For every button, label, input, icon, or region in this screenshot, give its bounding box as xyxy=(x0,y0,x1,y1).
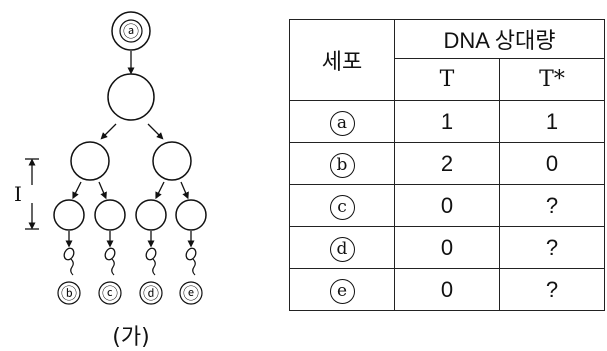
row-t-value: 0 xyxy=(394,268,500,311)
cell-small-2 xyxy=(94,199,126,231)
table-row: b 2 0 xyxy=(289,142,605,185)
sperm-4 xyxy=(185,247,197,276)
table-row: d 0 ? xyxy=(289,226,605,269)
row-t-value: 2 xyxy=(394,142,500,185)
cell-a xyxy=(111,11,151,51)
arrow-sr-1 xyxy=(155,181,165,200)
cell-small-1 xyxy=(53,199,85,231)
table-row: e 0 ? xyxy=(289,268,605,311)
svg-text:ⓑ: ⓑ xyxy=(61,284,77,303)
dna-table: 세포 DNA 상대량 T T* a 1 1 b 2 0 c 0 ? d 0 ? … xyxy=(289,19,605,311)
figure-caption: (가) xyxy=(112,325,149,350)
table-row: c 0 ? xyxy=(289,184,605,227)
cell-a-label: ⓐ xyxy=(123,22,139,41)
header-T: T xyxy=(394,58,500,101)
cell-small-3 xyxy=(135,199,167,231)
header-dna: DNA 상대량 xyxy=(394,19,605,59)
header-T-star: T* xyxy=(499,58,605,101)
row-cell-label: c xyxy=(289,184,395,227)
spermatogenesis-diagram: ⓐ ⓑ ⓒ ⓓ xyxy=(14,11,207,350)
sperm-label-d: ⓓ xyxy=(139,281,163,305)
row-cell-label: d xyxy=(289,226,395,269)
row-t-star-value: ? xyxy=(499,184,605,227)
arrow-sr-2 xyxy=(180,181,189,200)
sperm-3 xyxy=(145,247,157,276)
interval-bracket xyxy=(25,158,39,230)
cell-secondary-right xyxy=(152,141,192,181)
row-t-star-value: ? xyxy=(499,268,605,311)
sperm-label-b: ⓑ xyxy=(57,281,81,305)
header-cell: 세포 xyxy=(289,19,395,101)
arrow-primary-right xyxy=(147,123,164,140)
interval-label: I xyxy=(14,182,22,206)
row-t-value: 1 xyxy=(394,100,500,143)
arrow-primary-left xyxy=(100,123,117,140)
row-t-value: 0 xyxy=(394,184,500,227)
row-cell-label: e xyxy=(289,268,395,311)
row-cell-label: a xyxy=(289,100,395,143)
arrow-sl-1 xyxy=(72,181,82,200)
cell-small-4 xyxy=(175,199,207,231)
sperm-1 xyxy=(63,247,75,276)
row-t-star-value: 1 xyxy=(499,100,605,143)
svg-text:ⓓ: ⓓ xyxy=(143,284,159,303)
sperm-2 xyxy=(104,247,116,276)
table-row: a 1 1 xyxy=(289,100,605,143)
row-t-star-value: 0 xyxy=(499,142,605,185)
svg-text:ⓔ: ⓔ xyxy=(183,284,199,303)
cell-a-label-ring xyxy=(119,19,143,43)
cell-primary xyxy=(107,73,155,121)
row-cell-label: b xyxy=(289,142,395,185)
svg-text:ⓒ: ⓒ xyxy=(102,284,118,303)
sperm-label-c: ⓒ xyxy=(98,281,122,305)
sperm-label-e: ⓔ xyxy=(179,281,203,305)
row-t-star-value: ? xyxy=(499,226,605,269)
cell-secondary-left xyxy=(70,141,110,181)
arrow-sl-2 xyxy=(98,181,107,200)
row-t-value: 0 xyxy=(394,226,500,269)
